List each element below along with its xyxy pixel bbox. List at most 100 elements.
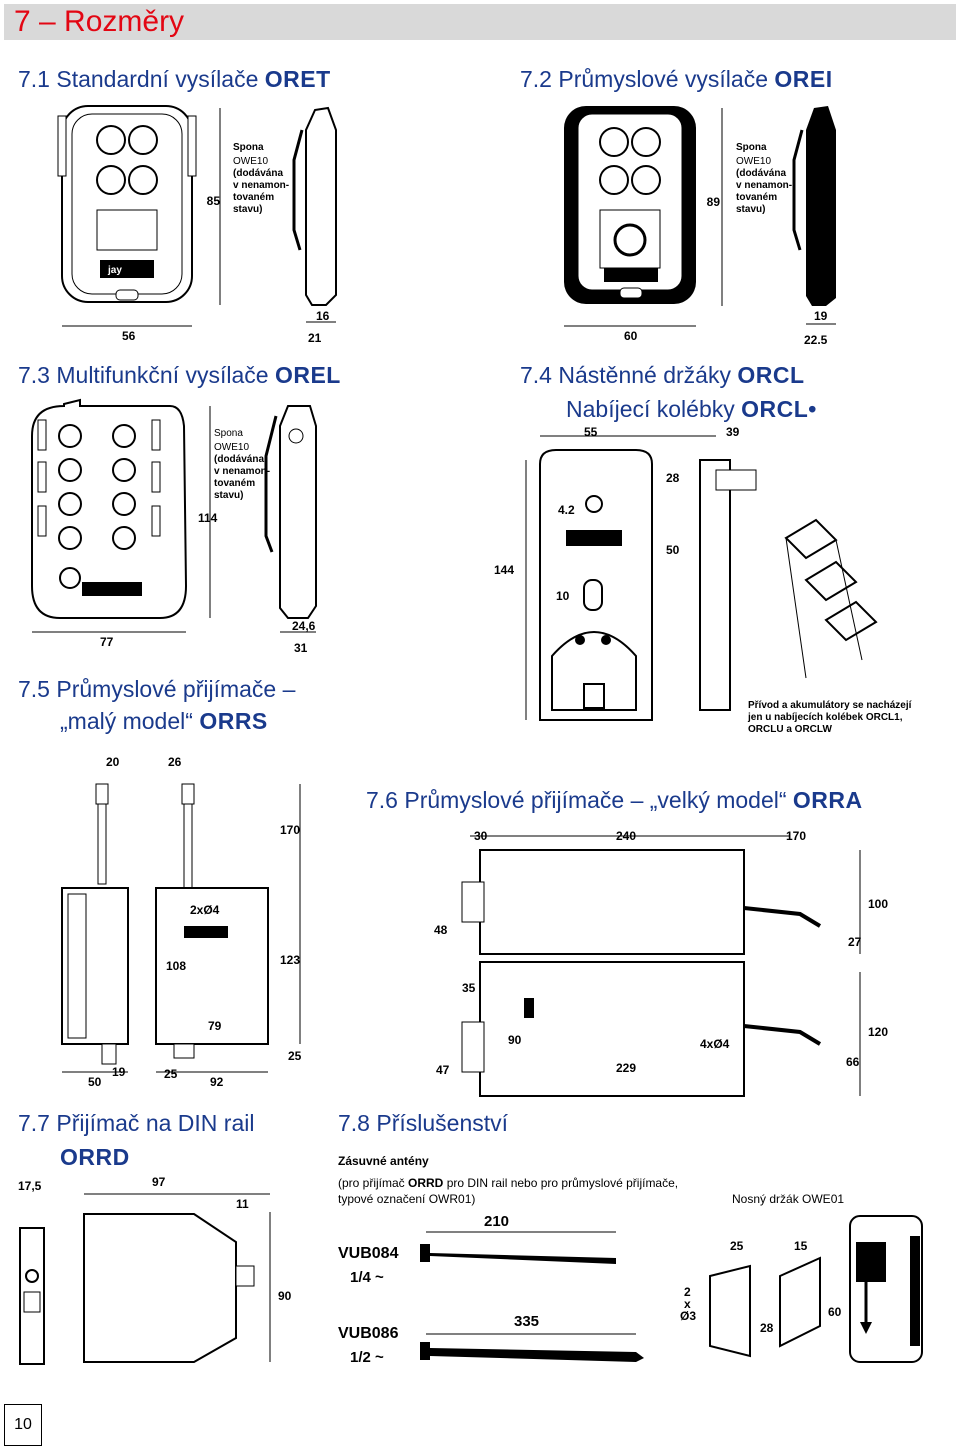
heading-7-4: 7.4 Nástěnné držáky ORCL bbox=[520, 362, 805, 388]
svg-text:x: x bbox=[684, 1297, 691, 1311]
svg-text:28: 28 bbox=[666, 471, 680, 485]
svg-text:Ø3: Ø3 bbox=[680, 1309, 696, 1323]
svg-text:27: 27 bbox=[848, 935, 862, 949]
svg-text:48: 48 bbox=[434, 923, 448, 937]
svg-text:10: 10 bbox=[556, 589, 570, 603]
svg-text:50: 50 bbox=[666, 543, 680, 557]
svg-text:108: 108 bbox=[166, 959, 186, 973]
svg-text:26: 26 bbox=[168, 755, 182, 769]
antennas-desc: (pro přijímač ORRD pro DIN rail nebo pro… bbox=[338, 1176, 679, 1190]
svg-text:15: 15 bbox=[794, 1239, 808, 1253]
svg-text:25: 25 bbox=[288, 1049, 302, 1063]
svg-text:2xØ4: 2xØ4 bbox=[190, 903, 220, 917]
heading-7-7-code: ORRD bbox=[60, 1144, 130, 1170]
svg-text:60: 60 bbox=[624, 329, 638, 343]
orrs-drawing: 20 26 2xØ4 108 123 170 79 25 50 19 25 92 bbox=[44, 754, 324, 1094]
orcl-drawing: 55 39 28 4.2 50 144 10 Přívod a akumulát… bbox=[486, 420, 950, 736]
svg-text:79: 79 bbox=[208, 1019, 222, 1033]
svg-text:OWE10: OWE10 bbox=[233, 156, 268, 167]
svg-text:100: 100 bbox=[868, 897, 888, 911]
svg-text:19: 19 bbox=[814, 309, 828, 323]
svg-text:55: 55 bbox=[584, 425, 598, 439]
heading-7-2: 7.2 Průmyslové vysílače OREI bbox=[520, 66, 833, 92]
svg-text:Spona: Spona bbox=[233, 142, 264, 153]
svg-text:(dodávána: (dodávána bbox=[214, 454, 264, 465]
svg-text:1/4 ~: 1/4 ~ bbox=[350, 1269, 384, 1286]
svg-text:11: 11 bbox=[236, 1197, 249, 1211]
svg-text:OWE10: OWE10 bbox=[214, 442, 249, 453]
svg-text:21: 21 bbox=[308, 331, 322, 345]
svg-text:31: 31 bbox=[294, 641, 308, 655]
orel-drawing: 114 Spona OWE10 (dodávána v nenamon- tov… bbox=[20, 396, 350, 658]
svg-text:17,5: 17,5 bbox=[18, 1179, 42, 1193]
heading-7-3: 7.3 Multifunkční vysílače OREL bbox=[18, 362, 341, 388]
svg-text:123: 123 bbox=[280, 953, 300, 967]
heading-7-8: 7.8 Příslušenství bbox=[338, 1110, 509, 1136]
svg-text:210: 210 bbox=[484, 1213, 509, 1230]
accessories-drawing: VUB084 1/4 ~ VUB086 1/2 ~ 210 335 25 15 … bbox=[330, 1206, 956, 1376]
svg-text:4.2: 4.2 bbox=[558, 503, 575, 517]
svg-text:50: 50 bbox=[88, 1075, 102, 1089]
heading-7-7: 7.7 Přijímač na DIN rail bbox=[18, 1110, 255, 1136]
svg-text:(dodávána: (dodávána bbox=[233, 168, 283, 179]
svg-text:tovaném: tovaném bbox=[736, 192, 777, 203]
svg-text:v nenamon-: v nenamon- bbox=[214, 466, 270, 477]
svg-text:170: 170 bbox=[280, 823, 300, 837]
svg-text:120: 120 bbox=[868, 1025, 888, 1039]
svg-text:Přívod a akumulátory se nacház: Přívod a akumulátory se nacházejí bbox=[748, 700, 913, 711]
svg-text:35: 35 bbox=[462, 981, 476, 995]
svg-text:OWE10: OWE10 bbox=[736, 156, 771, 167]
svg-text:229: 229 bbox=[616, 1061, 636, 1075]
svg-text:24,6: 24,6 bbox=[292, 619, 316, 633]
svg-text:28: 28 bbox=[760, 1321, 774, 1335]
svg-text:30: 30 bbox=[474, 829, 488, 843]
svg-text:90: 90 bbox=[508, 1033, 522, 1047]
svg-text:60: 60 bbox=[828, 1305, 842, 1319]
svg-text:170: 170 bbox=[786, 829, 806, 843]
antennas-title: Zásuvné antény bbox=[338, 1154, 429, 1168]
heading-7-6: 7.6 Průmyslové přijímače – „velký model“… bbox=[366, 787, 863, 813]
svg-text:144: 144 bbox=[494, 563, 514, 577]
orra-drawing: 30 240 170 100 48 27 35 90 4xØ4 120 47 2… bbox=[420, 822, 900, 1102]
orei-drawing: 89 Spona OWE10 (dodávána v nenamon- tova… bbox=[556, 100, 866, 350]
svg-text:56: 56 bbox=[122, 329, 136, 343]
svg-text:stavu): stavu) bbox=[736, 204, 765, 215]
antennas-desc-line2: typové označení OWR01) bbox=[338, 1192, 476, 1206]
svg-text:114: 114 bbox=[198, 511, 218, 525]
orrd-drawing: 17,5 97 11 90 bbox=[14, 1172, 292, 1372]
heading-7-1: 7.1 Standardní vysílače ORET bbox=[18, 66, 331, 92]
svg-text:47: 47 bbox=[436, 1063, 450, 1077]
svg-text:39: 39 bbox=[726, 425, 740, 439]
svg-text:89: 89 bbox=[707, 195, 721, 209]
svg-text:tovaném: tovaném bbox=[214, 478, 255, 489]
svg-text:16: 16 bbox=[316, 309, 330, 323]
svg-text:4xØ4: 4xØ4 bbox=[700, 1037, 730, 1051]
brand-logo: jay bbox=[107, 265, 122, 276]
svg-text:66: 66 bbox=[846, 1055, 860, 1069]
svg-text:VUB084: VUB084 bbox=[338, 1245, 399, 1262]
svg-text:ORCLU a ORCLW: ORCLU a ORCLW bbox=[748, 724, 832, 735]
svg-text:25: 25 bbox=[164, 1067, 178, 1081]
heading-7-4-line2: Nabíjecí kolébky ORCL• bbox=[566, 396, 817, 422]
heading-7-5-line2: „malý model“ ORRS bbox=[60, 708, 268, 734]
chapter-title: 7 – Rozměry bbox=[14, 5, 185, 38]
svg-text:97: 97 bbox=[152, 1175, 166, 1189]
holder-title: Nosný držák OWE01 bbox=[732, 1192, 845, 1206]
svg-text:Spona: Spona bbox=[736, 142, 767, 153]
page-number: 10 bbox=[4, 1404, 42, 1446]
svg-text:stavu): stavu) bbox=[214, 490, 243, 501]
svg-text:90: 90 bbox=[278, 1289, 292, 1303]
svg-text:77: 77 bbox=[100, 635, 114, 649]
svg-text:(dodávána: (dodávána bbox=[736, 168, 786, 179]
svg-text:jen u nabíjecích kolébek ORCL1: jen u nabíjecích kolébek ORCL1, bbox=[747, 712, 903, 723]
svg-text:v nenamon-: v nenamon- bbox=[736, 180, 792, 191]
svg-text:20: 20 bbox=[106, 755, 120, 769]
heading-7-5: 7.5 Průmyslové přijímače – bbox=[18, 676, 296, 702]
svg-text:22.5: 22.5 bbox=[804, 333, 828, 347]
svg-text:240: 240 bbox=[616, 829, 636, 843]
svg-text:85: 85 bbox=[207, 194, 221, 208]
svg-text:v nenamon-: v nenamon- bbox=[233, 180, 289, 191]
svg-text:VUB086: VUB086 bbox=[338, 1325, 399, 1342]
svg-text:tovaném: tovaném bbox=[233, 192, 274, 203]
chapter-header: 7 – Rozměry bbox=[4, 4, 956, 40]
